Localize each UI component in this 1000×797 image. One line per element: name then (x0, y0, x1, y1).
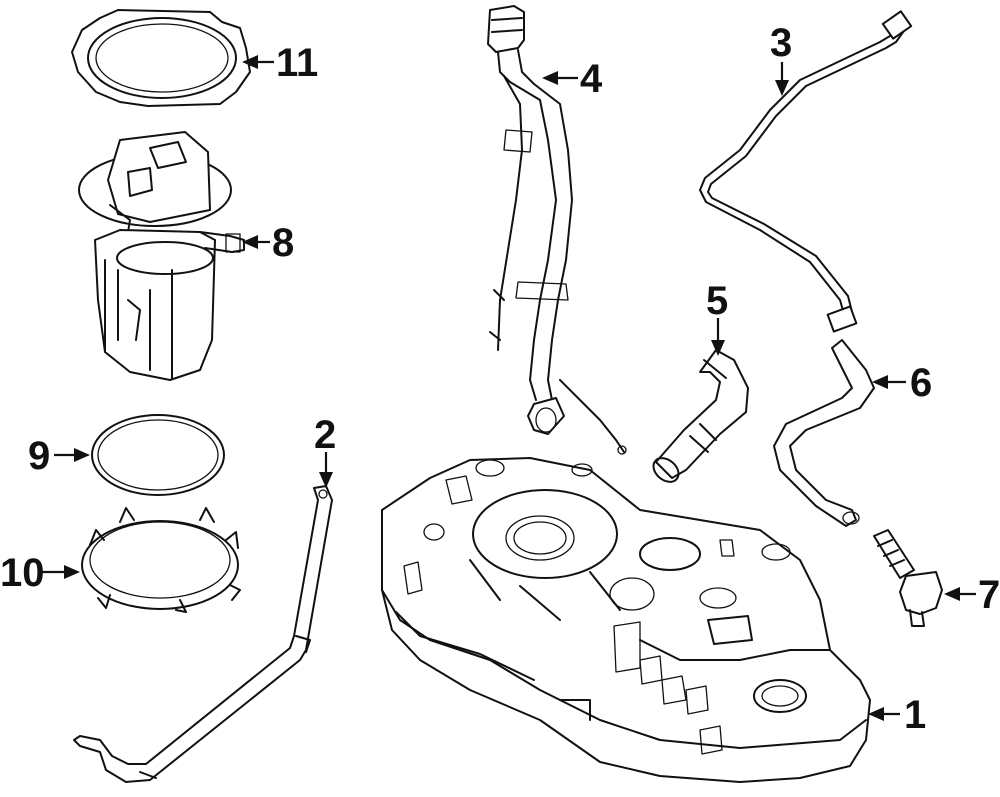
callout-11[interactable]: 11 (276, 41, 318, 85)
callout-8[interactable]: 8 (272, 221, 294, 265)
part-6-vent-hose[interactable] (773, 339, 875, 527)
callout-10[interactable]: 10 (0, 551, 45, 595)
callout-1[interactable]: 1 (904, 693, 926, 737)
callout-3[interactable]: 3 (770, 21, 792, 65)
callout-labels: 1 2 3 4 5 6 7 8 9 10 11 (0, 21, 1000, 737)
part-11-seal-ring[interactable] (71, 9, 251, 107)
callout-2[interactable]: 2 (314, 413, 336, 457)
part-9-o-ring[interactable] (91, 414, 225, 496)
part-3-vent-line[interactable] (699, 10, 913, 333)
part-4-filler-pipe[interactable] (487, 5, 627, 455)
part-2-tank-strap[interactable] (73, 485, 333, 783)
part-7-sensor[interactable] (873, 529, 943, 627)
part-10-lock-ring[interactable] (81, 507, 241, 613)
part-1-fuel-tank[interactable] (381, 457, 871, 783)
callout-5[interactable]: 5 (706, 279, 728, 323)
callout-9[interactable]: 9 (28, 434, 50, 478)
part-8-fuel-pump-module[interactable] (78, 131, 245, 381)
callout-leaders (40, 55, 976, 721)
callout-4[interactable]: 4 (580, 57, 603, 101)
part-5-hose[interactable] (649, 349, 749, 487)
callout-6[interactable]: 6 (910, 361, 932, 405)
callout-7[interactable]: 7 (978, 573, 1000, 617)
